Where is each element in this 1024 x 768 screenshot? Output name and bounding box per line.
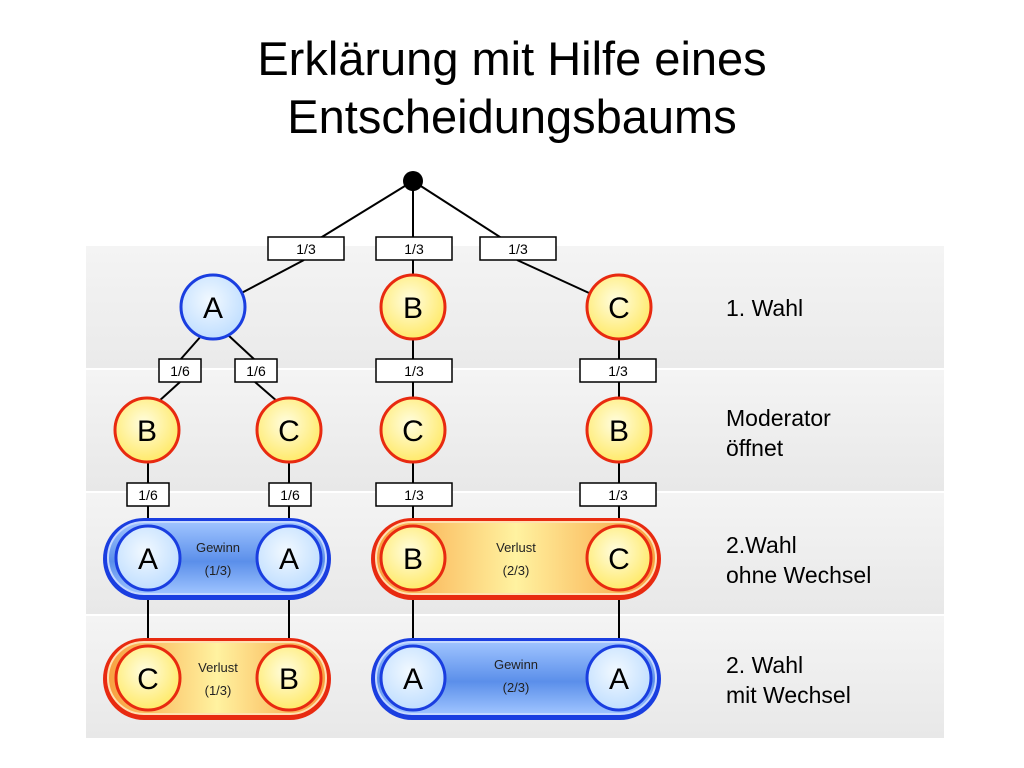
capsule-node-2: B xyxy=(279,663,299,696)
row-label-line: Moderator xyxy=(726,405,831,431)
node-bc: C xyxy=(402,415,424,448)
node-c-circle xyxy=(585,273,653,341)
capsule-node-2-circle xyxy=(255,524,323,592)
row-label-line: mit Wechsel xyxy=(726,682,851,708)
prob-box-a xyxy=(267,236,345,261)
prob-box-cb xyxy=(579,358,657,383)
prob-ab: 1/6 xyxy=(170,363,190,379)
edge-root-a-lower xyxy=(231,259,305,299)
capsule-node-1-circle xyxy=(379,644,447,712)
prob-c: 1/3 xyxy=(508,241,528,257)
node-b: B xyxy=(403,292,423,325)
capsule-result: Gewinn xyxy=(196,540,240,555)
prob-bc: 1/3 xyxy=(404,363,424,379)
node-ac-circle xyxy=(255,396,323,464)
no-switch-left-capsule: A A Gewinn (1/3) xyxy=(103,518,331,600)
capsule-result: Verlust xyxy=(198,660,238,675)
prob-cb-3: 1/3 xyxy=(608,487,628,503)
level1-nodes: A B C xyxy=(179,273,653,341)
capsule-node-1: C xyxy=(137,663,159,696)
page-title: Erklärung mit Hilfe eines Entscheidungsb… xyxy=(0,30,1024,146)
capsule-node-1: B xyxy=(403,543,423,576)
row-label-second-no-switch: 2.Wahl ohne Wechsel xyxy=(726,530,871,590)
capsule-node-2-circle xyxy=(255,644,323,712)
title-line-2: Entscheidungsbaums xyxy=(287,90,737,143)
edge-a-b-lower xyxy=(157,381,181,403)
edge-root-c-lower xyxy=(516,259,601,299)
capsule-node-2-circle xyxy=(585,524,653,592)
row-label-line: ohne Wechsel xyxy=(726,562,872,588)
prob-box-c xyxy=(479,236,557,261)
node-ac: C xyxy=(278,415,300,448)
capsule-prob: (1/3) xyxy=(205,683,232,698)
node-c: C xyxy=(608,292,630,325)
row-label-line: 1. Wahl xyxy=(726,295,804,321)
capsule-node-1-circle xyxy=(114,644,182,712)
title-line-1: Erklärung mit Hilfe eines xyxy=(257,32,767,85)
prob-box-b xyxy=(375,236,453,261)
capsule-node-1-circle xyxy=(114,524,182,592)
capsule-prob: (1/3) xyxy=(205,563,232,578)
node-b-circle xyxy=(379,273,447,341)
row-label-moderator: Moderator öffnet xyxy=(726,403,831,463)
prob-box-ac xyxy=(234,358,278,383)
capsule-node-2: A xyxy=(279,543,299,576)
level2-nodes: B C C B xyxy=(113,396,653,464)
capsule-node-1: A xyxy=(138,543,158,576)
edge-a-c xyxy=(227,334,256,361)
node-cb: B xyxy=(609,415,629,448)
capsule-inner xyxy=(375,521,657,595)
root-node xyxy=(403,171,423,191)
capsule-result: Gewinn xyxy=(494,657,538,672)
capsule-node-2: A xyxy=(609,663,629,696)
capsule-result: Verlust xyxy=(496,540,536,555)
row-label-first-choice: 1. Wahl xyxy=(726,293,803,323)
prob-ab-3: 1/6 xyxy=(138,487,158,503)
edge-a-b xyxy=(179,334,203,361)
node-bc-circle xyxy=(379,396,447,464)
prob-box-ab xyxy=(158,358,202,383)
prob-cb: 1/3 xyxy=(608,363,628,379)
capsule-node-1-circle xyxy=(379,524,447,592)
row-label-second-switch: 2. Wahl mit Wechsel xyxy=(726,650,851,710)
node-cb-circle xyxy=(585,396,653,464)
node-ab-circle xyxy=(113,396,181,464)
prob-b: 1/3 xyxy=(404,241,424,257)
row-label-line: öffnet xyxy=(726,435,784,461)
prob-box-bc xyxy=(375,358,453,383)
row-label-line: 2. Wahl xyxy=(726,652,804,678)
node-ab: B xyxy=(137,415,157,448)
node-a: A xyxy=(203,292,223,325)
node-a-circle xyxy=(179,273,247,341)
capsule-node-2-circle xyxy=(585,644,653,712)
capsule-node-2: C xyxy=(608,543,630,576)
row-label-line: 2.Wahl xyxy=(726,532,797,558)
probability-labels: 1/3 1/3 1/3 1/6 1/6 1/3 1/3 1/6 1/6 1/3 … xyxy=(126,236,657,507)
capsule-node-1: A xyxy=(403,663,423,696)
prob-box-cb-3 xyxy=(579,482,657,507)
prob-box-bc-3 xyxy=(375,482,453,507)
band-moderator xyxy=(86,370,944,491)
capsule-prob: (2/3) xyxy=(503,563,530,578)
switch-left-capsule: C B Verlust (1/3) xyxy=(103,638,331,720)
capsule-prob: (2/3) xyxy=(503,680,530,695)
switch-right-capsule: A A Gewinn (2/3) xyxy=(371,638,661,720)
no-switch-right-capsule: B C Verlust (2/3) xyxy=(371,518,661,600)
edge-a-c-lower xyxy=(254,381,279,403)
prob-box-ab-3 xyxy=(126,482,170,507)
prob-bc-3: 1/3 xyxy=(404,487,424,503)
prob-ac-3: 1/6 xyxy=(280,487,300,503)
capsule-inner xyxy=(375,641,657,715)
prob-box-ac-3 xyxy=(268,482,312,507)
prob-a: 1/3 xyxy=(296,241,316,257)
prob-ac: 1/6 xyxy=(246,363,266,379)
